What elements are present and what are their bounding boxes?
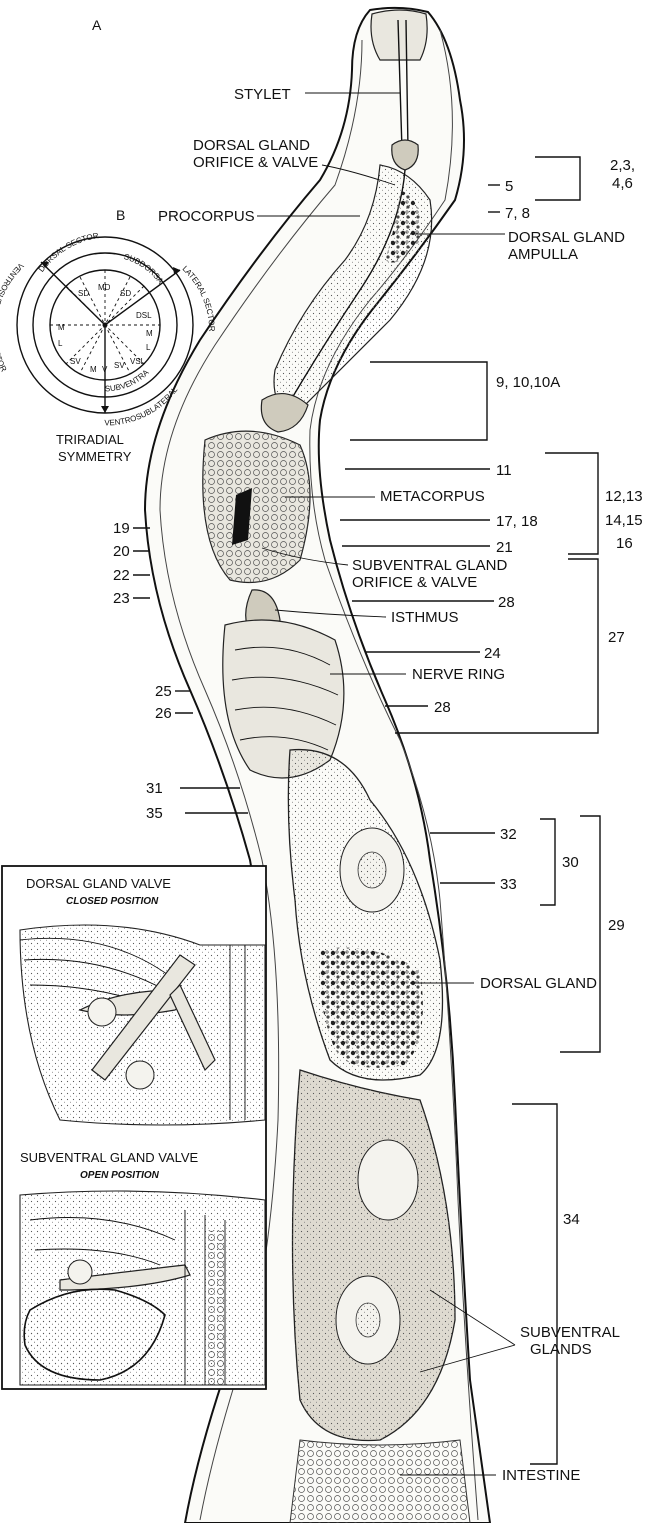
- triradial-inner-0: SD: [78, 289, 89, 298]
- label-dorsal-gland-orifice-1: DORSAL GLAND: [193, 137, 310, 154]
- triradial-ventrosublateral-left: VENTROSUBLATERAL SECTOR: [0, 261, 25, 373]
- ref-7-8: 7, 8: [505, 205, 530, 222]
- triradial-inner-4: M: [146, 329, 153, 338]
- triradial-dorsal-sector: DORSAL SECTOR: [37, 231, 100, 274]
- subventral-nucleus-1: [358, 1140, 418, 1220]
- triradial-inner-5: L: [146, 343, 151, 352]
- label-subventral-glands-2: GLANDS: [530, 1341, 592, 1358]
- ref-28a: 28: [498, 594, 515, 611]
- triradial-inner-8: V: [102, 365, 108, 374]
- triradial-inner-9: M: [90, 365, 97, 374]
- inset-d-drawing: [20, 1191, 265, 1385]
- label-dorsal-gland: DORSAL GLAND: [480, 975, 597, 992]
- triradial-inner-1: MD: [98, 283, 111, 292]
- ref-2-3: 2,3,: [610, 157, 635, 174]
- triradial-inner-2: SD: [120, 289, 131, 298]
- triradial-lateral-sector: LATERAL SECTOR: [181, 264, 217, 332]
- label-procorpus: PROCORPUS: [158, 208, 255, 225]
- label-intestine: INTESTINE: [502, 1467, 580, 1484]
- ref-14-15: 14,15: [605, 512, 643, 529]
- ref-16: 16: [616, 535, 633, 552]
- ref-20: 20: [113, 543, 130, 560]
- label-subventral-glands-1: SUBVENTRAL: [520, 1324, 620, 1341]
- triradial-subventral: SUBVENTRAL: [0, 0, 151, 393]
- triradial-inner-3: DSL: [136, 311, 152, 320]
- label-dorsal-gland-ampulla-1: DORSAL GLAND: [508, 229, 625, 246]
- bracket-2-6: [535, 157, 580, 200]
- ref-32: 32: [500, 826, 517, 843]
- panel-b-letter: B: [116, 207, 125, 223]
- triradial-inner-7: SV: [114, 361, 125, 370]
- bracket-29: [560, 816, 600, 1052]
- ref-5: 5: [505, 178, 513, 195]
- ref-28b: 28: [434, 699, 451, 716]
- label-subventral-gland-orifice-2: ORIFICE & VALVE: [352, 574, 477, 591]
- bracket-12-16: [545, 453, 598, 554]
- triradial-inner-12: M: [58, 323, 65, 332]
- ref-21: 21: [496, 539, 513, 556]
- triradial-caption-2: SYMMETRY: [58, 449, 132, 464]
- ref-19: 19: [113, 520, 130, 537]
- label-stylet: STYLET: [234, 86, 291, 103]
- inset-c-drawing: [20, 925, 265, 1125]
- ref-30: 30: [562, 854, 579, 871]
- ref-11: 11: [496, 462, 512, 479]
- ref-23: 23: [113, 590, 130, 607]
- label-dorsal-gland-orifice-2: ORIFICE & VALVE: [193, 154, 318, 171]
- ref-35: 35: [146, 805, 163, 822]
- bracket-30: [540, 819, 555, 905]
- triradial-inner-10: SV: [70, 357, 81, 366]
- inset-c-title: DORSAL GLAND VALVE: [26, 876, 171, 891]
- ref-26: 26: [155, 705, 172, 722]
- metacorpus-cells: [203, 431, 310, 582]
- ref-34: 34: [563, 1211, 580, 1228]
- ref-9-10: 9, 10,10A: [496, 374, 560, 391]
- inset-d-title: SUBVENTRAL GLAND VALVE: [20, 1150, 199, 1165]
- bracket-9-10: [350, 362, 487, 440]
- inset-box: DORSAL GLAND VALVE CLOSED POSITION SUBVE…: [2, 866, 266, 1389]
- ref-31: 31: [146, 780, 163, 797]
- ref-29: 29: [608, 917, 625, 934]
- ref-24: 24: [484, 645, 501, 662]
- panel-a-letter: A: [92, 17, 102, 33]
- label-nerve-ring: NERVE RING: [412, 666, 505, 683]
- label-dorsal-gland-ampulla-2: AMPULLA: [508, 246, 578, 263]
- triradial-inner-11: L: [58, 339, 63, 348]
- triradial-center: [103, 323, 108, 328]
- ref-27: 27: [608, 629, 625, 646]
- ref-22: 22: [113, 567, 130, 584]
- intestine-organ: [290, 1440, 470, 1523]
- label-metacorpus: METACORPUS: [380, 488, 485, 505]
- subventral-nucleolus-2: [356, 1303, 380, 1337]
- ref-12-13: 12,13: [605, 488, 643, 505]
- triradial-caption-1: TRIRADIAL: [56, 432, 124, 447]
- triradial-inner-6: VSL: [130, 357, 146, 366]
- inset-c-subtitle: CLOSED POSITION: [66, 896, 159, 907]
- bracket-34: [512, 1104, 557, 1464]
- label-subventral-gland-orifice-1: SUBVENTRAL GLAND: [352, 557, 507, 574]
- dorsal-gland-nucleolus: [358, 852, 386, 888]
- ref-17-18: 17, 18: [496, 513, 538, 530]
- ref-33: 33: [500, 876, 517, 893]
- label-isthmus: ISTHMUS: [391, 609, 459, 626]
- ref-4-6: 4,6: [612, 175, 633, 192]
- ref-25: 25: [155, 683, 172, 700]
- inset-d-subtitle: OPEN POSITION: [80, 1170, 160, 1181]
